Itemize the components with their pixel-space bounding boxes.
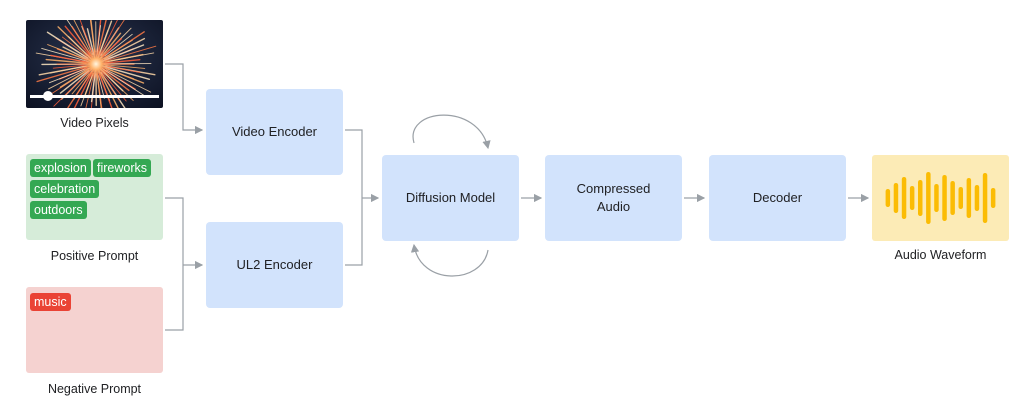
firework-ray: [79, 20, 93, 54]
ul2-encoder-block: UL2 Encoder: [206, 222, 343, 308]
waveform-icon: [885, 172, 996, 224]
negative-prompt-panel: music: [26, 287, 163, 373]
firework-ray: [45, 58, 87, 64]
firework-ray: [103, 45, 157, 62]
audio-waveform-caption: Audio Waveform: [894, 248, 987, 262]
firework-ray: [48, 68, 86, 84]
loop-arrow-top: [412, 114, 491, 150]
positive-tag: fireworks: [93, 159, 152, 177]
waveform-bar: [893, 183, 899, 213]
firework-ray: [41, 47, 89, 63]
firework-ray: [67, 71, 92, 108]
waveform-bar: [982, 173, 988, 223]
firework-ray: [80, 74, 93, 107]
firework-ray: [101, 20, 125, 55]
firework-ray: [61, 36, 88, 57]
firework-ray: [107, 66, 141, 73]
positive-prompt-caption: Positive Prompt: [50, 249, 139, 263]
firework-ray: [103, 37, 146, 60]
firework-ray: [90, 20, 96, 55]
firework-ray: [104, 33, 133, 57]
waveform-bar: [990, 188, 996, 208]
arrow-video-encoder-to-diffusion: [345, 129, 363, 266]
waveform-bar: [909, 186, 915, 210]
loop-arrow-bottom: [410, 243, 489, 277]
waveform-bar: [926, 172, 931, 224]
waveform-bar: [934, 184, 939, 212]
firework-ray: [107, 52, 155, 62]
video-scrubber-handle[interactable]: [43, 91, 53, 101]
firework-ray: [64, 25, 91, 57]
firework-ray: [104, 67, 145, 84]
firework-ray: [98, 72, 113, 108]
video-pixels-caption: Video Pixels: [60, 116, 129, 130]
compressed-audio-label-line2: Audio: [596, 199, 631, 214]
compressed-audio-label-line1: Compressed: [576, 181, 651, 196]
firework-ray: [97, 20, 107, 55]
waveform-bar: [958, 187, 963, 209]
waveform-bar: [974, 185, 980, 211]
waveform-bar: [942, 175, 947, 221]
diffusion-model-block: Diffusion Model: [382, 155, 519, 241]
firework-ray: [71, 73, 90, 95]
positive-tag: explosion: [30, 159, 91, 177]
decoder-block: Decoder: [709, 155, 846, 241]
firework-ray: [105, 69, 152, 93]
negative-tag: music: [30, 293, 71, 311]
firework-ray: [47, 44, 86, 60]
waveform-bar: [901, 177, 907, 219]
firework-ray: [102, 68, 145, 96]
waveform-bar: [885, 189, 891, 207]
arrow-video-to-encoder: [165, 63, 204, 135]
positive-prompt-panel: explosion fireworks celebration outdoors: [26, 154, 163, 240]
audio-waveform-panel: [872, 155, 1009, 241]
firework-ray: [46, 31, 89, 59]
waveform-bar: [950, 181, 955, 215]
waveform-bar: [918, 180, 923, 216]
negative-prompt-caption: Negative Prompt: [47, 382, 142, 396]
positive-tag: outdoors: [30, 201, 87, 219]
compressed-audio-block: Compressed Audio: [545, 155, 682, 241]
waveform-bar: [966, 178, 972, 218]
arrow-positive-to-ul2: [165, 197, 184, 331]
fireworks-image: [26, 20, 163, 108]
video-encoder-block: Video Encoder: [206, 89, 343, 175]
video-progress-bar[interactable]: [30, 95, 159, 98]
firework-ray: [38, 65, 87, 76]
firework-ray: [53, 69, 92, 107]
video-thumbnail: [26, 20, 163, 108]
firework-ray: [52, 64, 85, 69]
positive-tag: celebration: [30, 180, 100, 198]
